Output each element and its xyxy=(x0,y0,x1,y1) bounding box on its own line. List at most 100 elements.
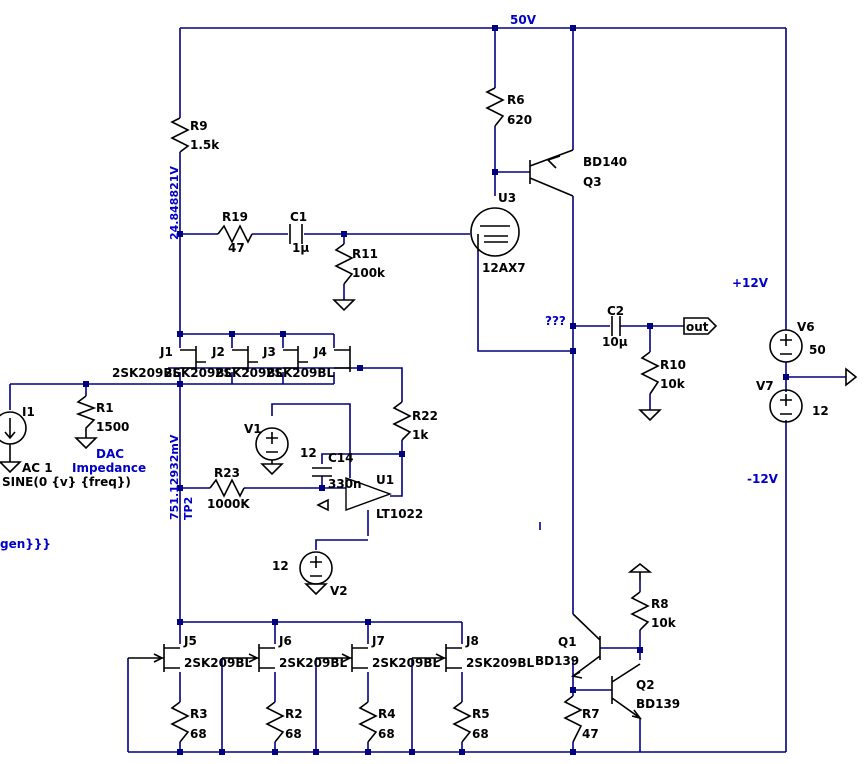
ground-symbol xyxy=(0,461,22,474)
label-r10-val: 10k xyxy=(660,377,686,391)
label-j5-val: 2SK209BL xyxy=(184,656,252,670)
resistor-r8[interactable] xyxy=(630,591,650,631)
label-u3-ref: U3 xyxy=(498,191,516,205)
capacitor-c14[interactable] xyxy=(312,467,332,477)
node-voltage-r9: 24.848821V xyxy=(168,166,181,240)
resistor-r11[interactable] xyxy=(334,243,354,285)
ground-symbol xyxy=(638,409,662,422)
resistor-r2[interactable] xyxy=(265,701,285,743)
label-u3-val: 12AX7 xyxy=(482,261,526,275)
label-r19-val: 47 xyxy=(228,241,245,255)
label-v6-ref: V6 xyxy=(797,320,815,334)
label-c14-ref: C14 xyxy=(328,451,354,465)
jfet-j8[interactable] xyxy=(412,644,462,672)
resistor-r23[interactable] xyxy=(209,478,245,498)
label-v2-val: 12 xyxy=(272,559,289,573)
label-r8-val: 10k xyxy=(651,616,677,630)
label-v1-val: 12 xyxy=(300,446,317,460)
jfet-j4[interactable] xyxy=(334,346,351,372)
label-v2-ref: V2 xyxy=(330,584,348,598)
label-j8-ref: J8 xyxy=(465,634,479,648)
label-r1-ref: R1 xyxy=(96,401,114,415)
junction-dots xyxy=(83,25,789,755)
label-r2-val: 68 xyxy=(285,727,302,741)
label-r2-ref: R2 xyxy=(285,707,303,721)
resistor-r4[interactable] xyxy=(358,701,378,743)
label-r5-ref: R5 xyxy=(472,707,490,721)
resistor-r22[interactable] xyxy=(392,401,412,441)
ground-symbol xyxy=(74,437,98,450)
label-r7-ref: R7 xyxy=(582,707,600,721)
label-r3-ref: R3 xyxy=(190,707,208,721)
label-v7-val: 12 xyxy=(812,404,829,418)
label-j4-ref: J4 xyxy=(313,345,327,359)
voltage-source-v1[interactable] xyxy=(255,427,289,464)
label-r9-val: 1.5k xyxy=(190,138,220,152)
resistor-r1[interactable] xyxy=(75,395,97,438)
label-r1-note-dac: DAC xyxy=(96,447,124,461)
jfet-j3[interactable] xyxy=(283,346,308,372)
label-r1-val: 1500 xyxy=(96,420,129,434)
net-labels: 50V +12V -12V ??? out gen}}} 24.848821V … xyxy=(0,13,779,551)
voltage-source-v7[interactable] xyxy=(769,389,803,423)
resistor-r6[interactable] xyxy=(485,87,505,127)
voltage-source-v6[interactable] xyxy=(769,329,803,363)
label-r4-ref: R4 xyxy=(378,707,396,721)
label-j1-val: 2SK209BL xyxy=(112,366,180,380)
capacitor-c2[interactable] xyxy=(611,316,621,336)
label-r19-ref: R19 xyxy=(222,210,248,224)
label-j8-val: 2SK209BL xyxy=(466,656,534,670)
label-r6-ref: R6 xyxy=(507,93,525,107)
label-q2-val: BD139 xyxy=(636,697,680,711)
jfet-j1[interactable] xyxy=(180,346,206,372)
label-q2-ref: Q2 xyxy=(636,678,655,692)
vacuum-tube-u3[interactable] xyxy=(470,207,520,257)
ground-symbol xyxy=(332,299,356,312)
label-c2-ref: C2 xyxy=(607,304,624,318)
voltage-source-v2[interactable] xyxy=(299,551,333,585)
label-r22-val: 1k xyxy=(412,428,429,442)
transistor-q2[interactable] xyxy=(611,663,642,720)
resistor-r7[interactable] xyxy=(563,695,583,743)
label-c1-ref: C1 xyxy=(290,210,307,224)
resistor-r9[interactable] xyxy=(170,117,190,153)
label-v6-val: 50 xyxy=(809,343,826,357)
jfet-j5[interactable] xyxy=(128,644,180,672)
label-c1-val: 1μ xyxy=(292,241,309,255)
label-i1-ref: I1 xyxy=(22,405,35,419)
label-r8-ref: R8 xyxy=(651,597,669,611)
label-j2-val: 2SK209BL xyxy=(164,366,232,380)
current-source-i1[interactable] xyxy=(0,411,27,462)
capacitor-c1[interactable] xyxy=(289,224,303,244)
label-r22-ref: R22 xyxy=(412,409,438,423)
out-port-flag[interactable] xyxy=(683,317,718,335)
label-j4-val: 2SK209BL xyxy=(266,366,334,380)
jfet-j2[interactable] xyxy=(232,346,258,372)
supply-arrow-icon xyxy=(627,562,653,580)
label-q3-ref: Q3 xyxy=(583,175,602,189)
label-u1-val: LT1022 xyxy=(376,507,423,521)
jfet-j7[interactable] xyxy=(316,644,368,672)
jfet-j6[interactable] xyxy=(222,644,275,672)
resistor-r3[interactable] xyxy=(170,701,190,743)
transistor-q1[interactable] xyxy=(570,613,601,679)
label-v1-ref: V1 xyxy=(244,422,262,436)
ground-symbol xyxy=(260,463,284,476)
resistor-r5[interactable] xyxy=(452,701,472,743)
label-r6-val: 620 xyxy=(507,113,532,127)
net-label-tp2: TP2 xyxy=(182,497,195,520)
label-j7-ref: J7 xyxy=(371,634,385,648)
label-q3-val: BD140 xyxy=(583,155,627,169)
net-label-out: out xyxy=(686,320,709,334)
label-i1-spec: SINE(0 {v} {freq}) xyxy=(2,475,131,489)
label-c14-val: 330n xyxy=(328,477,362,491)
resistor-r19[interactable] xyxy=(217,224,253,244)
label-v7-ref: V7 xyxy=(756,379,774,393)
ground-symbol xyxy=(304,583,328,596)
label-j5-ref: J5 xyxy=(183,634,197,648)
resistor-r10[interactable] xyxy=(640,351,660,395)
net-label-unknown: ??? xyxy=(545,314,566,328)
component-labels: R9 1.5k R6 620 R19 47 C1 1μ R11 100k U3 … xyxy=(2,93,829,741)
transistor-q3[interactable] xyxy=(529,149,574,197)
opamp-u1[interactable] xyxy=(316,477,393,512)
